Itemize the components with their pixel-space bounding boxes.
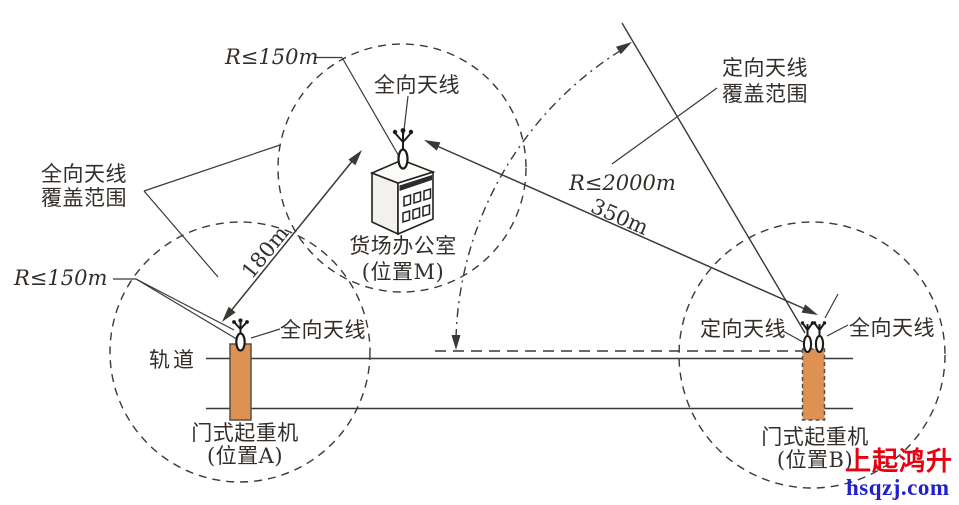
label-crane-b-line2: (位置B) xyxy=(776,448,854,472)
arc-arrowhead-down xyxy=(451,335,461,350)
gantry-crane-a xyxy=(229,318,252,421)
label-crane-a-line2: (位置A) xyxy=(206,444,284,468)
rails xyxy=(206,357,853,410)
omni-antenna-a-icon xyxy=(232,318,249,352)
label-omni-coverage: 全向天线 覆盖范围 xyxy=(41,162,127,210)
arrow-350m xyxy=(424,140,818,315)
label-r150-top: R≤150m xyxy=(225,45,319,69)
label-crane-a: 门式起重机 (位置A) xyxy=(179,422,311,468)
label-omni-antenna-b: 全向天线 xyxy=(849,316,935,340)
omni-coverage-circle-b xyxy=(678,221,946,489)
label-office: 货场办公室 (位置M) xyxy=(338,233,468,285)
label-rail: 轨道 xyxy=(149,348,197,372)
label-omni-coverage-line2: 覆盖范围 xyxy=(41,186,127,210)
label-directional-antenna-b: 定向天线 xyxy=(700,317,786,341)
watermark-text: 上起鸿升 xyxy=(845,446,954,476)
arrow-180m xyxy=(222,150,362,322)
label-crane-b-line1: 门式起重机 xyxy=(761,425,869,449)
label-omni-antenna-m: 全向天线 xyxy=(374,73,460,97)
watermark-url: hsqzj.com xyxy=(846,475,950,500)
building-windows xyxy=(402,187,432,224)
label-omni-coverage-line1: 全向天线 xyxy=(41,162,127,186)
omni-coverage-circle-a xyxy=(109,221,371,483)
label-office-line2: (位置M) xyxy=(361,260,445,284)
label-office-line1: 货场办公室 xyxy=(349,234,457,258)
directional-sweep-arc xyxy=(451,42,632,350)
label-directional-coverage-line2: 覆盖范围 xyxy=(722,82,808,106)
label-r150-left: R≤150m xyxy=(14,266,108,290)
omni-coverage-circle-m xyxy=(277,43,527,293)
label-directional-coverage: 定向天线 覆盖范围 xyxy=(722,55,808,107)
omni-antenna-m-icon xyxy=(392,128,414,170)
label-directional-coverage-line1: 定向天线 xyxy=(722,56,808,80)
label-crane-b: 门式起重机 (位置B) xyxy=(749,426,881,472)
gantry-crane-b xyxy=(800,321,827,421)
omni-antenna-b-icon xyxy=(812,321,827,354)
leader-lines xyxy=(113,56,849,343)
label-omni-antenna-a: 全向天线 xyxy=(280,318,366,342)
office-building xyxy=(369,159,436,236)
directional-antenna-b-icon xyxy=(800,321,815,354)
label-crane-a-line1: 门式起重机 xyxy=(191,421,299,445)
arc-arrowhead-up xyxy=(616,42,632,55)
label-r2000: R≤2000m xyxy=(569,171,676,195)
directional-sector-boundary-line xyxy=(621,22,806,334)
